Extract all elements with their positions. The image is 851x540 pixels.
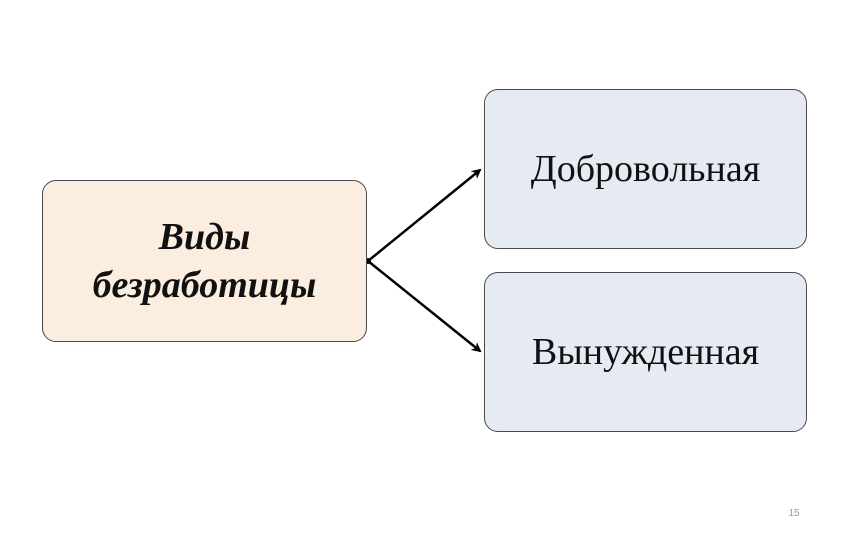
forced-label: Вынужденная <box>531 331 760 373</box>
voluntary-label: Добровольная <box>530 148 761 190</box>
page-number: 15 <box>788 508 800 519</box>
arrow-to-voluntary <box>367 168 482 262</box>
forced-unemployment-box: Вынужденная <box>484 272 807 432</box>
root-label-line1: Виды <box>158 216 251 258</box>
arrow-to-forced <box>367 260 482 353</box>
unemployment-types-box: Виды безработицы <box>42 180 367 342</box>
root-label-line2: безработицы <box>92 264 317 306</box>
voluntary-unemployment-box: Добровольная <box>484 89 807 249</box>
